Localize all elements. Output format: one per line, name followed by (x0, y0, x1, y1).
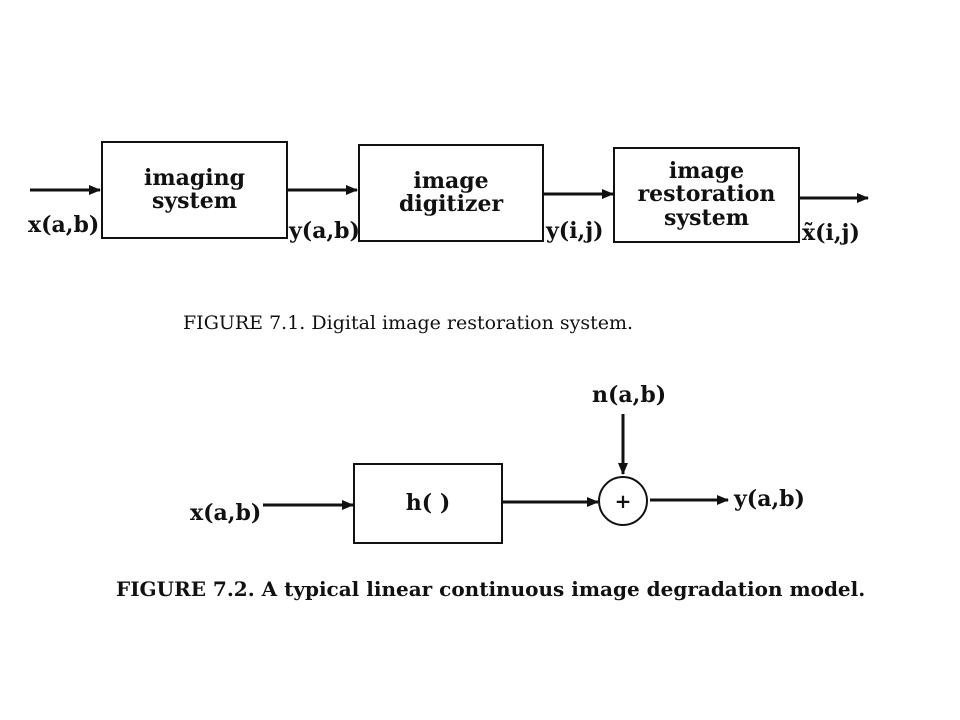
restoration-line1: image (668, 158, 745, 185)
h-filter-label: h( ) (405, 489, 451, 516)
image-restoration-system-box: image restoration system (613, 147, 800, 243)
image-digitizer-line1: image (413, 167, 489, 194)
imaging-system-box: imaging system (101, 141, 288, 239)
image-digitizer-line2: digitizer (398, 191, 504, 217)
fig1-input-label: x(a,b) (28, 212, 100, 238)
fig2-input-label: x(a,b) (190, 500, 262, 526)
imaging-system-line1: imaging (143, 164, 245, 191)
fig2-noise-label: n(a,b) (592, 382, 667, 408)
restoration-line3: system (664, 204, 749, 231)
restoration-line2: restoration (637, 181, 776, 208)
fig1-output-label: x̃(i,j) (802, 220, 860, 246)
h-filter-box: h( ) (353, 463, 503, 544)
fig1-signal-y-ab: y(a,b) (289, 218, 360, 244)
imaging-system-line2: system (152, 188, 237, 214)
summing-junction: + (598, 476, 648, 526)
fig1-signal-y-ij: y(i,j) (546, 218, 604, 244)
plus-icon: + (614, 489, 632, 513)
figure-7-2-caption: FIGURE 7.2. A typical linear continuous … (116, 577, 866, 601)
fig2-output-label: y(a,b) (734, 486, 805, 512)
image-digitizer-box: image digitizer (358, 144, 544, 242)
figure-7-1-caption: FIGURE 7.1. Digital image restoration sy… (183, 312, 634, 334)
